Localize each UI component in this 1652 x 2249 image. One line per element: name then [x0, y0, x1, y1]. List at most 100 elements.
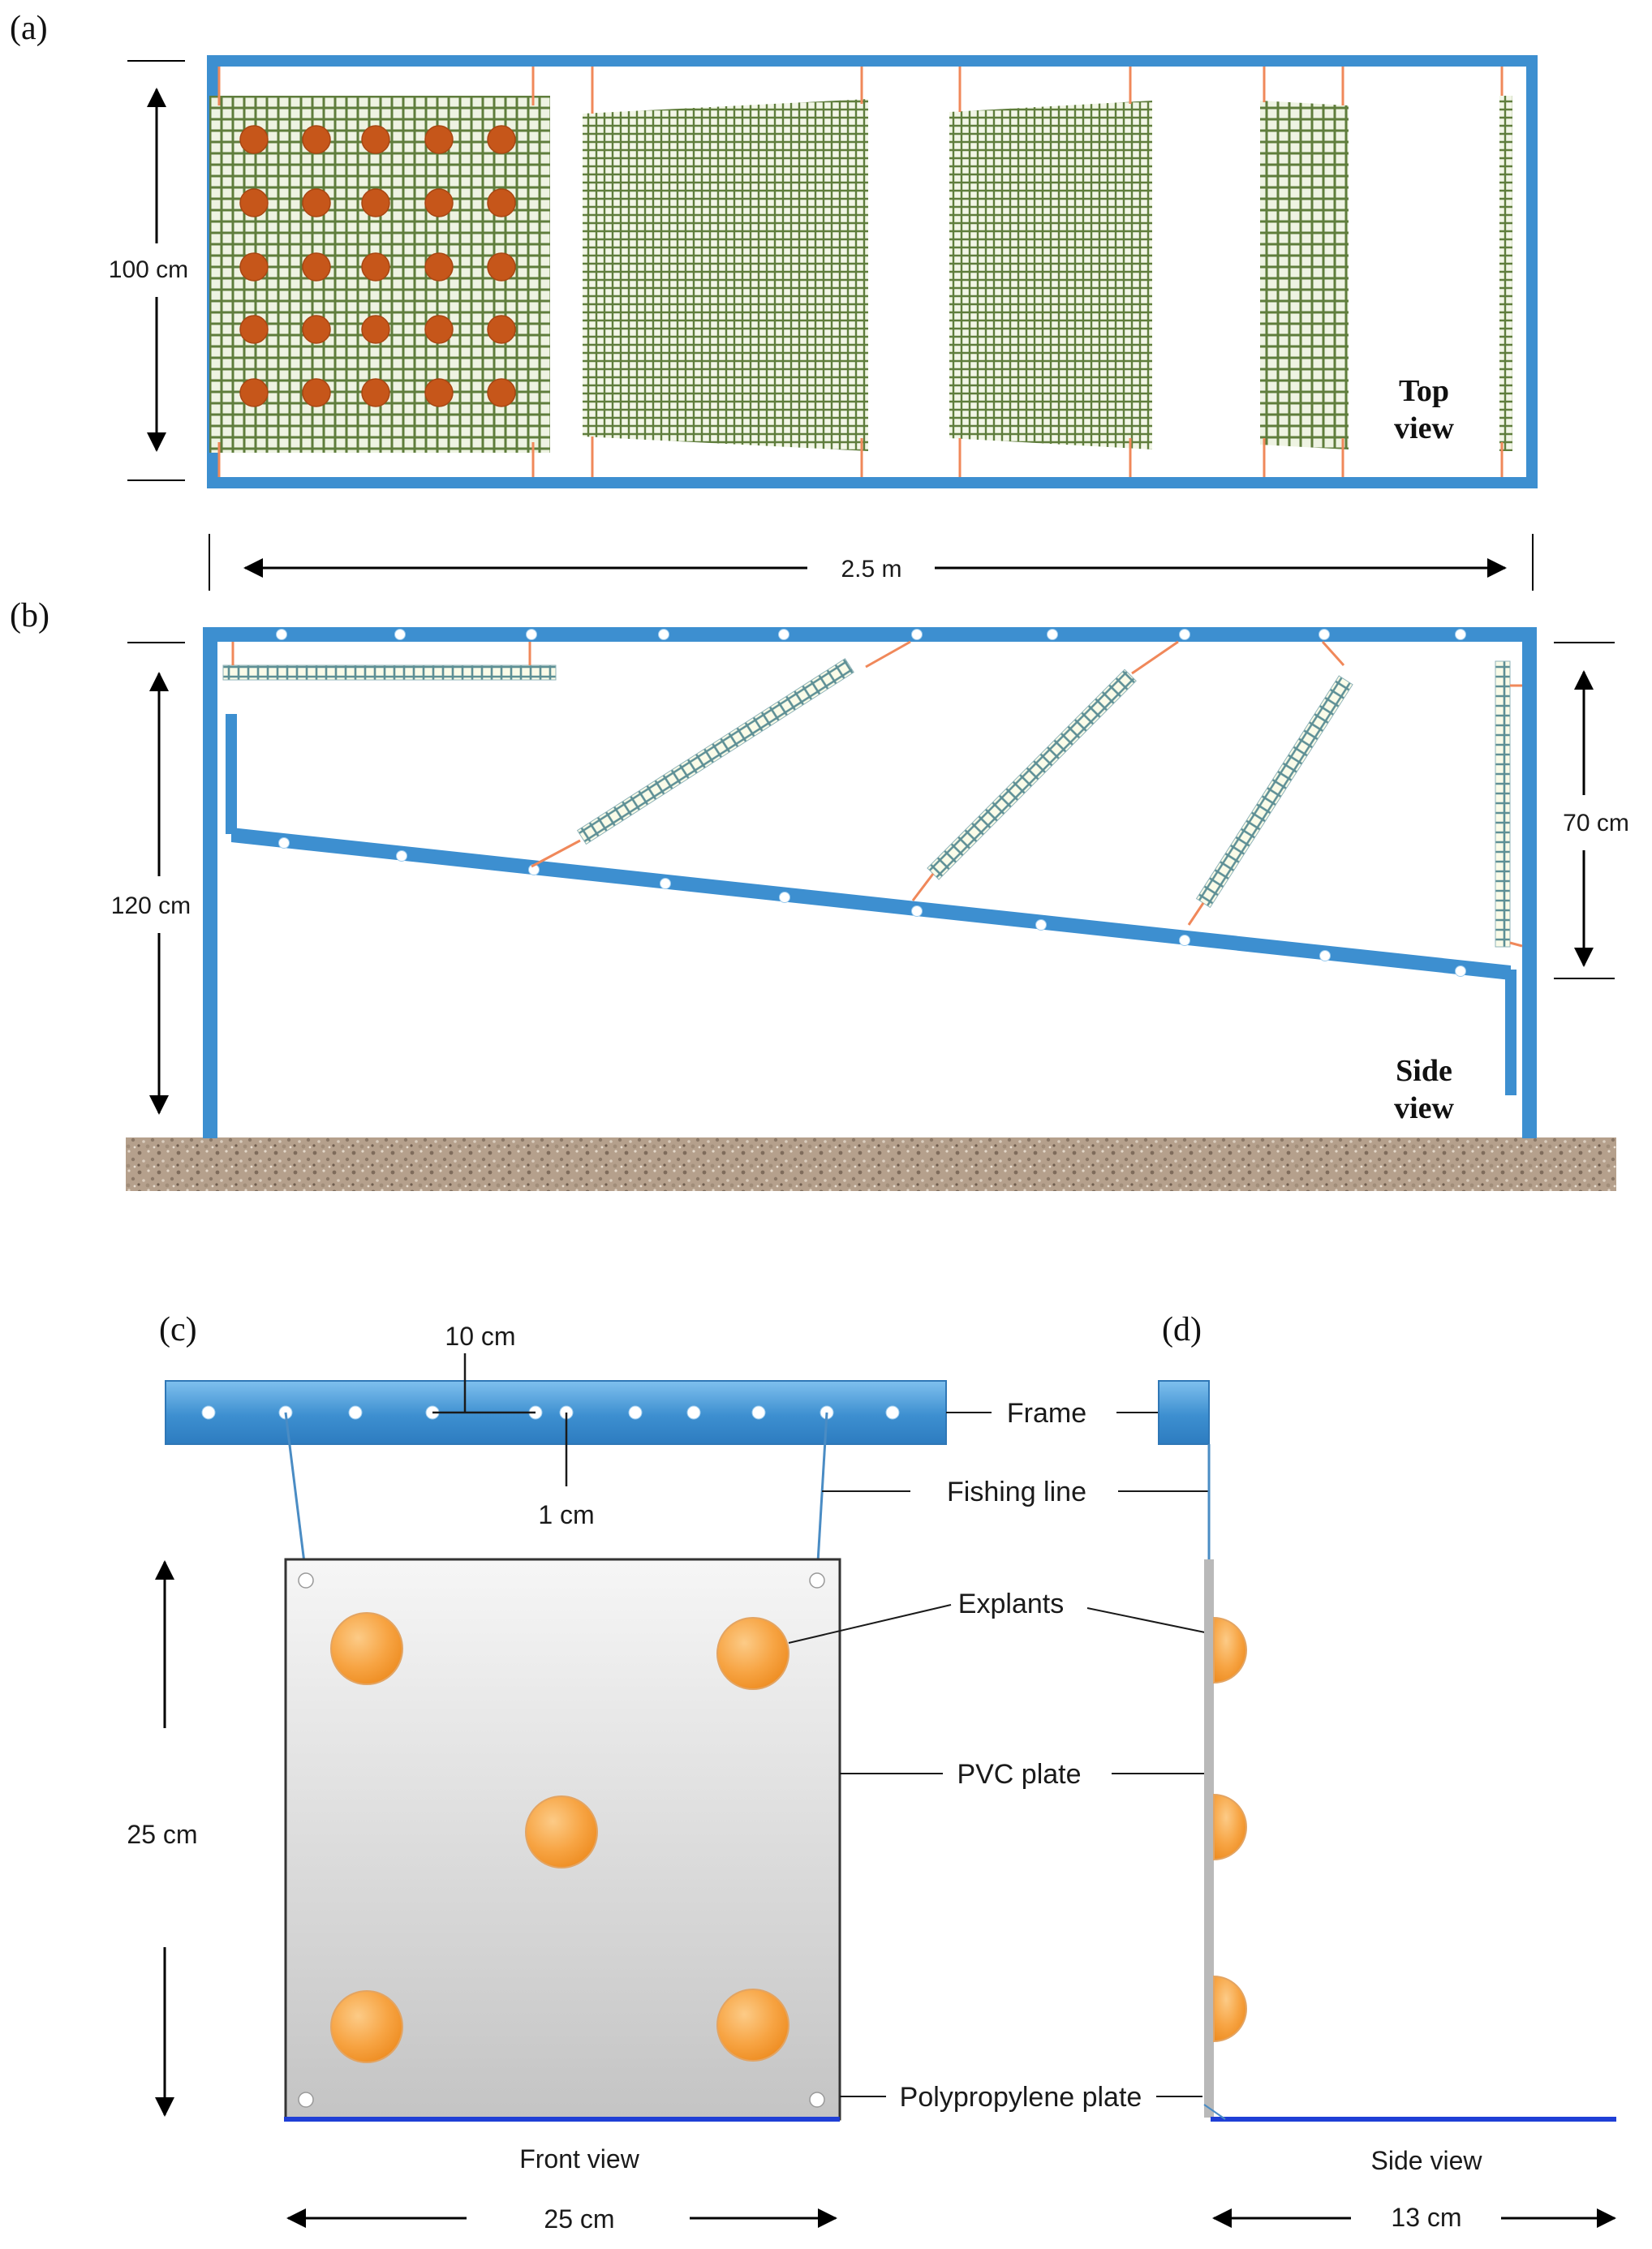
panel-d-side-view: (d) Side view 13 cm	[1158, 1311, 1616, 2232]
callout-explants: Explants	[958, 1589, 1064, 1619]
dim-label-length: 2.5 m	[841, 556, 901, 583]
frame-hole	[1455, 965, 1466, 977]
frame-hole	[394, 629, 406, 640]
top-view-label-1: Top	[1399, 374, 1449, 408]
explant-side	[1213, 1793, 1247, 1861]
frame-hole	[1047, 629, 1058, 640]
explant-dot	[302, 378, 331, 407]
panel-b-label: (b)	[10, 597, 49, 634]
explant-dot	[487, 188, 516, 217]
explant-side	[1213, 1975, 1247, 2043]
frame-hole	[911, 905, 923, 917]
frame-hole	[686, 1405, 701, 1420]
dim-label-spacing: 10 cm	[445, 1322, 515, 1351]
explant-dot	[361, 252, 390, 282]
frame-hole	[348, 1405, 363, 1420]
mesh-strip-3	[1195, 675, 1353, 909]
frame-hole	[1319, 629, 1330, 640]
frame-hole	[1179, 935, 1190, 946]
frame-hole	[396, 850, 407, 862]
plate-hole	[809, 1572, 825, 1589]
mesh-panel-5	[1499, 96, 1512, 451]
dim-label-70: 70 cm	[1563, 810, 1629, 836]
side-view-label-1: Side	[1396, 1054, 1452, 1088]
frame-hole	[1179, 629, 1190, 640]
callout-polypropylene-plate: Polypropylene plate	[900, 2082, 1142, 2113]
frame-hole	[1455, 629, 1466, 640]
frame-bar-front	[165, 1380, 947, 1445]
explant-front	[330, 1612, 403, 1685]
plate-hole	[298, 2092, 314, 2108]
panel-a-label: (a)	[10, 10, 48, 47]
side-view-label-2: view	[1394, 1091, 1454, 1125]
explant-dot	[361, 378, 390, 407]
frame-holes-side	[276, 629, 1466, 977]
length-dimension: 2.5 m	[209, 534, 1534, 591]
frame-hole	[201, 1405, 216, 1420]
frame-hole	[628, 1405, 643, 1420]
explant-dot	[239, 252, 269, 282]
explant-dot	[239, 315, 269, 344]
explant-dot	[302, 188, 331, 217]
explant-dot	[361, 315, 390, 344]
dim-label-depth: 13 cm	[1391, 2203, 1461, 2232]
explant-dot	[424, 125, 454, 154]
frame-hole	[660, 878, 671, 889]
fishing-line-left	[284, 1412, 308, 1576]
side-view-label-d: Side view	[1371, 2146, 1483, 2175]
explant-dot	[239, 125, 269, 154]
explant-dot	[302, 315, 331, 344]
explant-dot	[487, 125, 516, 154]
explant-dot	[424, 315, 454, 344]
top-view-label-2: view	[1394, 411, 1454, 445]
frame-hole	[885, 1405, 900, 1420]
mesh-strip-2	[927, 669, 1137, 880]
mesh-strip-vertical	[1495, 660, 1511, 948]
dim-label-width: 100 cm	[109, 256, 188, 283]
mesh-panel-3	[949, 101, 1152, 449]
sloped-rail	[231, 828, 1511, 980]
panel-b-side-view: (b)	[10, 597, 1629, 1191]
frame-hole	[1035, 919, 1047, 931]
leader-explants-right	[1086, 1607, 1206, 1633]
front-view-label: Front view	[519, 2144, 639, 2174]
explant-dot	[361, 125, 390, 154]
explant-dot	[487, 378, 516, 407]
callout-frame: Frame	[1007, 1398, 1086, 1429]
leader-explants-left	[788, 1604, 952, 1644]
plate-hole	[298, 1572, 314, 1589]
explant-front	[525, 1795, 598, 1868]
frame-post-right	[1522, 627, 1537, 1138]
frame-bar-section	[1158, 1380, 1210, 1445]
mesh-strip-horizontal	[222, 664, 557, 681]
frame-hole	[278, 837, 290, 849]
frame-rail-bottom	[207, 477, 1538, 488]
ground	[126, 1137, 1616, 1191]
mesh-panel-2	[583, 99, 868, 451]
inner-post-left	[226, 714, 237, 834]
mesh-panel-4	[1260, 101, 1349, 449]
panel-d-label: (d)	[1162, 1311, 1202, 1348]
frame-rail-top	[207, 55, 1538, 67]
frame-end-right	[1526, 55, 1538, 488]
explant-dot	[239, 188, 269, 217]
mesh-strip-1	[576, 658, 854, 845]
dim-label-plate-height: 25 cm	[127, 1820, 197, 1849]
frame-hole	[526, 629, 537, 640]
frame-hole	[751, 1405, 766, 1420]
frame-post-left	[203, 627, 217, 1138]
frame-hole	[658, 629, 669, 640]
callout-fishing-line: Fishing line	[947, 1477, 1086, 1507]
dim-label-height: 120 cm	[111, 892, 191, 919]
explant-grid-top	[239, 125, 516, 407]
dim-label-hole: 1 cm	[538, 1500, 594, 1529]
explant-side	[1213, 1616, 1247, 1684]
polypropylene-joint	[1203, 2104, 1226, 2120]
explant-dot	[487, 252, 516, 282]
explant-dot	[424, 378, 454, 407]
callout-pvc-plate: PVC plate	[957, 1759, 1081, 1790]
frame-hole	[911, 629, 923, 640]
explant-dot	[302, 125, 331, 154]
explant-dot	[302, 252, 331, 282]
